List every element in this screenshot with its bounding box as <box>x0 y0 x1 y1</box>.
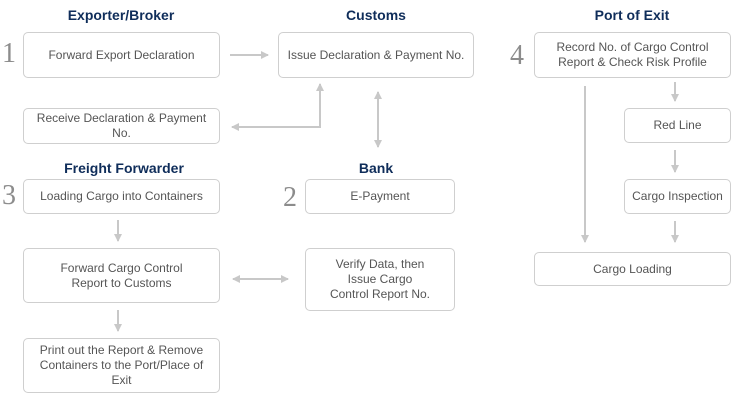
step-number-1: 1 <box>2 38 16 69</box>
box-verify-data: Verify Data, then Issue Cargo Control Re… <box>305 248 455 311</box>
heading-bank: Bank <box>358 160 394 176</box>
heading-freight-forwarder: Freight Forwarder <box>64 160 184 176</box>
box-forward-cargo-control: Forward Cargo Control Report to Customs <box>23 248 220 303</box>
box-print-report: Print out the Report & Remove Containers… <box>23 338 220 393</box>
box-e-payment: E-Payment <box>305 179 455 214</box>
box-cargo-inspection: Cargo Inspection <box>624 179 731 214</box>
box-red-line: Red Line <box>624 108 731 143</box>
heading-customs: Customs <box>346 7 406 23</box>
box-cargo-loading: Cargo Loading <box>534 252 731 286</box>
step-number-2: 2 <box>283 182 297 213</box>
heading-exporter-broker: Exporter/Broker <box>67 7 175 23</box>
heading-port-of-exit: Port of Exit <box>594 7 670 23</box>
step-number-4: 4 <box>510 40 524 71</box>
box-forward-export-declaration: Forward Export Declaration <box>23 32 220 78</box>
box-record-cargo-control: Record No. of Cargo Control Report & Che… <box>534 32 731 78</box>
box-issue-declaration: Issue Declaration & Payment No. <box>278 32 474 78</box>
arrow-customs-to-receive <box>231 83 324 131</box>
step-number-3: 3 <box>2 180 16 211</box>
box-receive-declaration: Receive Declaration & Payment No. <box>23 108 220 144</box>
box-loading-cargo: Loading Cargo into Containers <box>23 179 220 214</box>
